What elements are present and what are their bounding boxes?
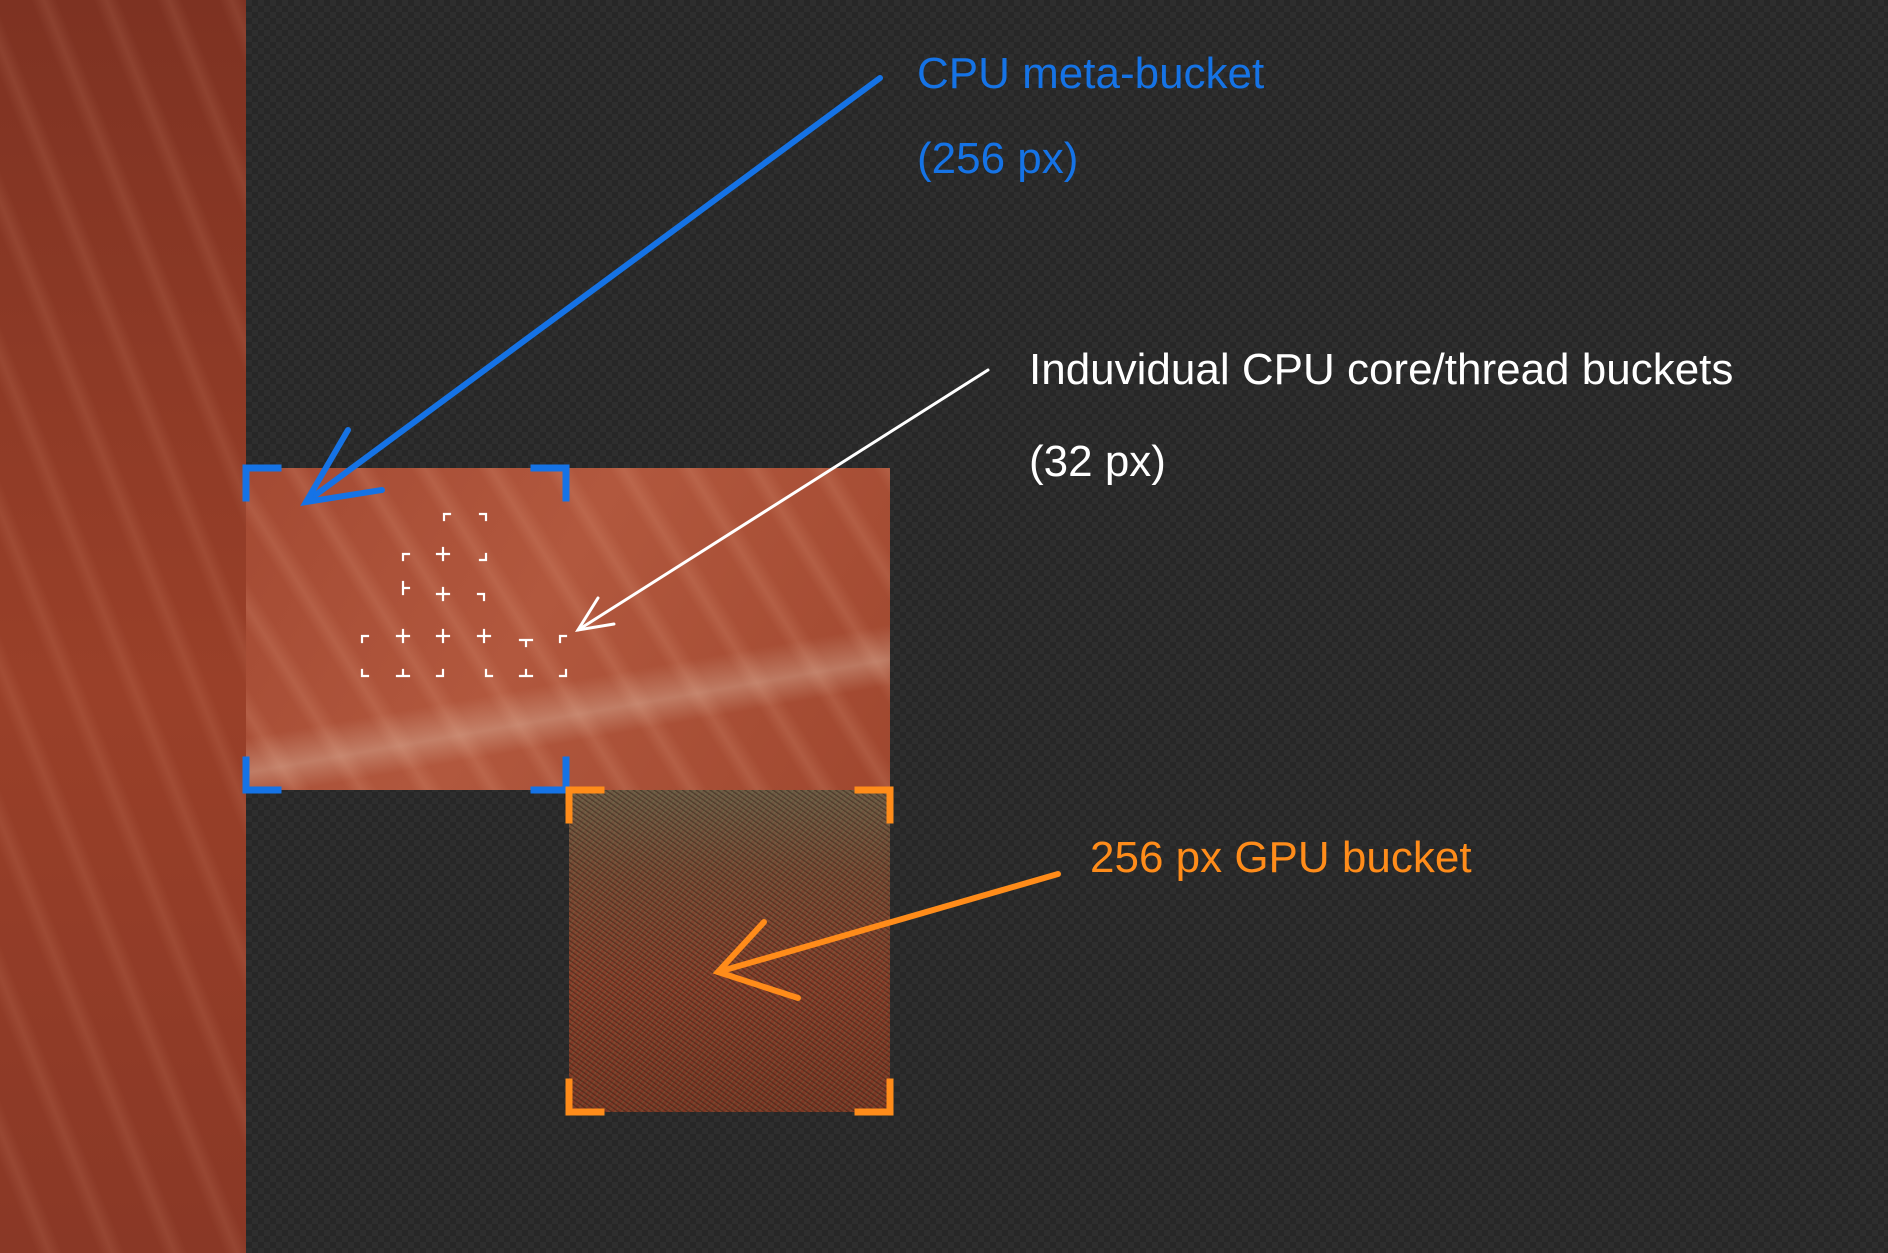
cpu-meta-bucket-size: (256 px) [917, 134, 1079, 183]
rendered-tile-region [246, 468, 890, 790]
core-buckets-label: Induvidual CPU core/thread buckets [1029, 345, 1734, 394]
gpu-bucket-label: 256 px GPU bucket [1090, 833, 1472, 882]
rendered-image-strip [0, 0, 246, 1253]
gpu-bucket-tile [569, 790, 890, 1112]
cpu-meta-bucket-brackets [242, 464, 570, 794]
gpu-bucket-brackets [565, 786, 894, 1116]
cpu-meta-bucket-arrow [300, 75, 883, 506]
gpu-bucket-arrow [712, 871, 1061, 1001]
core-buckets-arrow [574, 368, 990, 633]
core-bucket-markers [360, 512, 568, 678]
core-buckets-size: (32 px) [1029, 437, 1166, 486]
cpu-meta-bucket-label: CPU meta-bucket [917, 49, 1265, 98]
